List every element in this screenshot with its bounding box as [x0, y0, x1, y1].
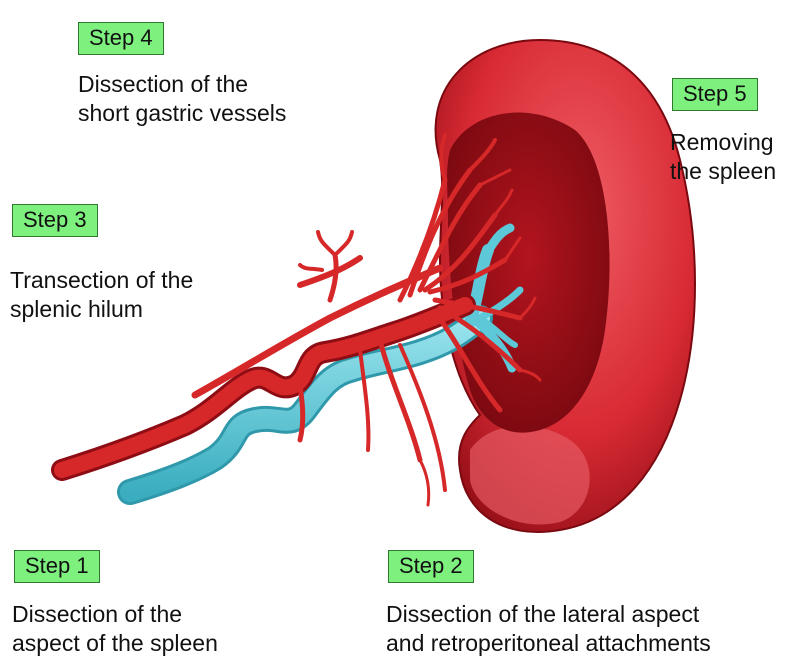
step-3-line-1: Transection of the	[10, 266, 193, 295]
spleen-hilum	[447, 113, 609, 433]
step-1-description: Dissection of the aspect of the spleen	[12, 600, 218, 658]
step-4-line-2: short gastric vessels	[78, 99, 286, 128]
step-5-line-1: Removing	[670, 128, 776, 157]
step-1-label: Step 1	[14, 550, 100, 583]
step-4-label: Step 4	[78, 22, 164, 55]
step-2-line-2: and retroperitoneal attachments	[386, 629, 711, 658]
step-3-label: Step 3	[12, 204, 98, 237]
step-2-label: Step 2	[388, 550, 474, 583]
step-5-label: Step 5	[672, 78, 758, 111]
step-2-description: Dissection of the lateral aspect and ret…	[386, 600, 711, 658]
step-3-line-2: splenic hilum	[10, 295, 193, 324]
step-4-description: Dissection of the short gastric vessels	[78, 70, 286, 128]
step-1-line-1: Dissection of the	[12, 600, 218, 629]
step-2-line-1: Dissection of the lateral aspect	[386, 600, 711, 629]
step-3-description: Transection of the splenic hilum	[10, 266, 193, 324]
step-5-description: Removing the spleen	[670, 128, 776, 186]
step-4-line-1: Dissection of the	[78, 70, 286, 99]
step-1-line-2: aspect of the spleen	[12, 629, 218, 658]
step-5-line-2: the spleen	[670, 157, 776, 186]
